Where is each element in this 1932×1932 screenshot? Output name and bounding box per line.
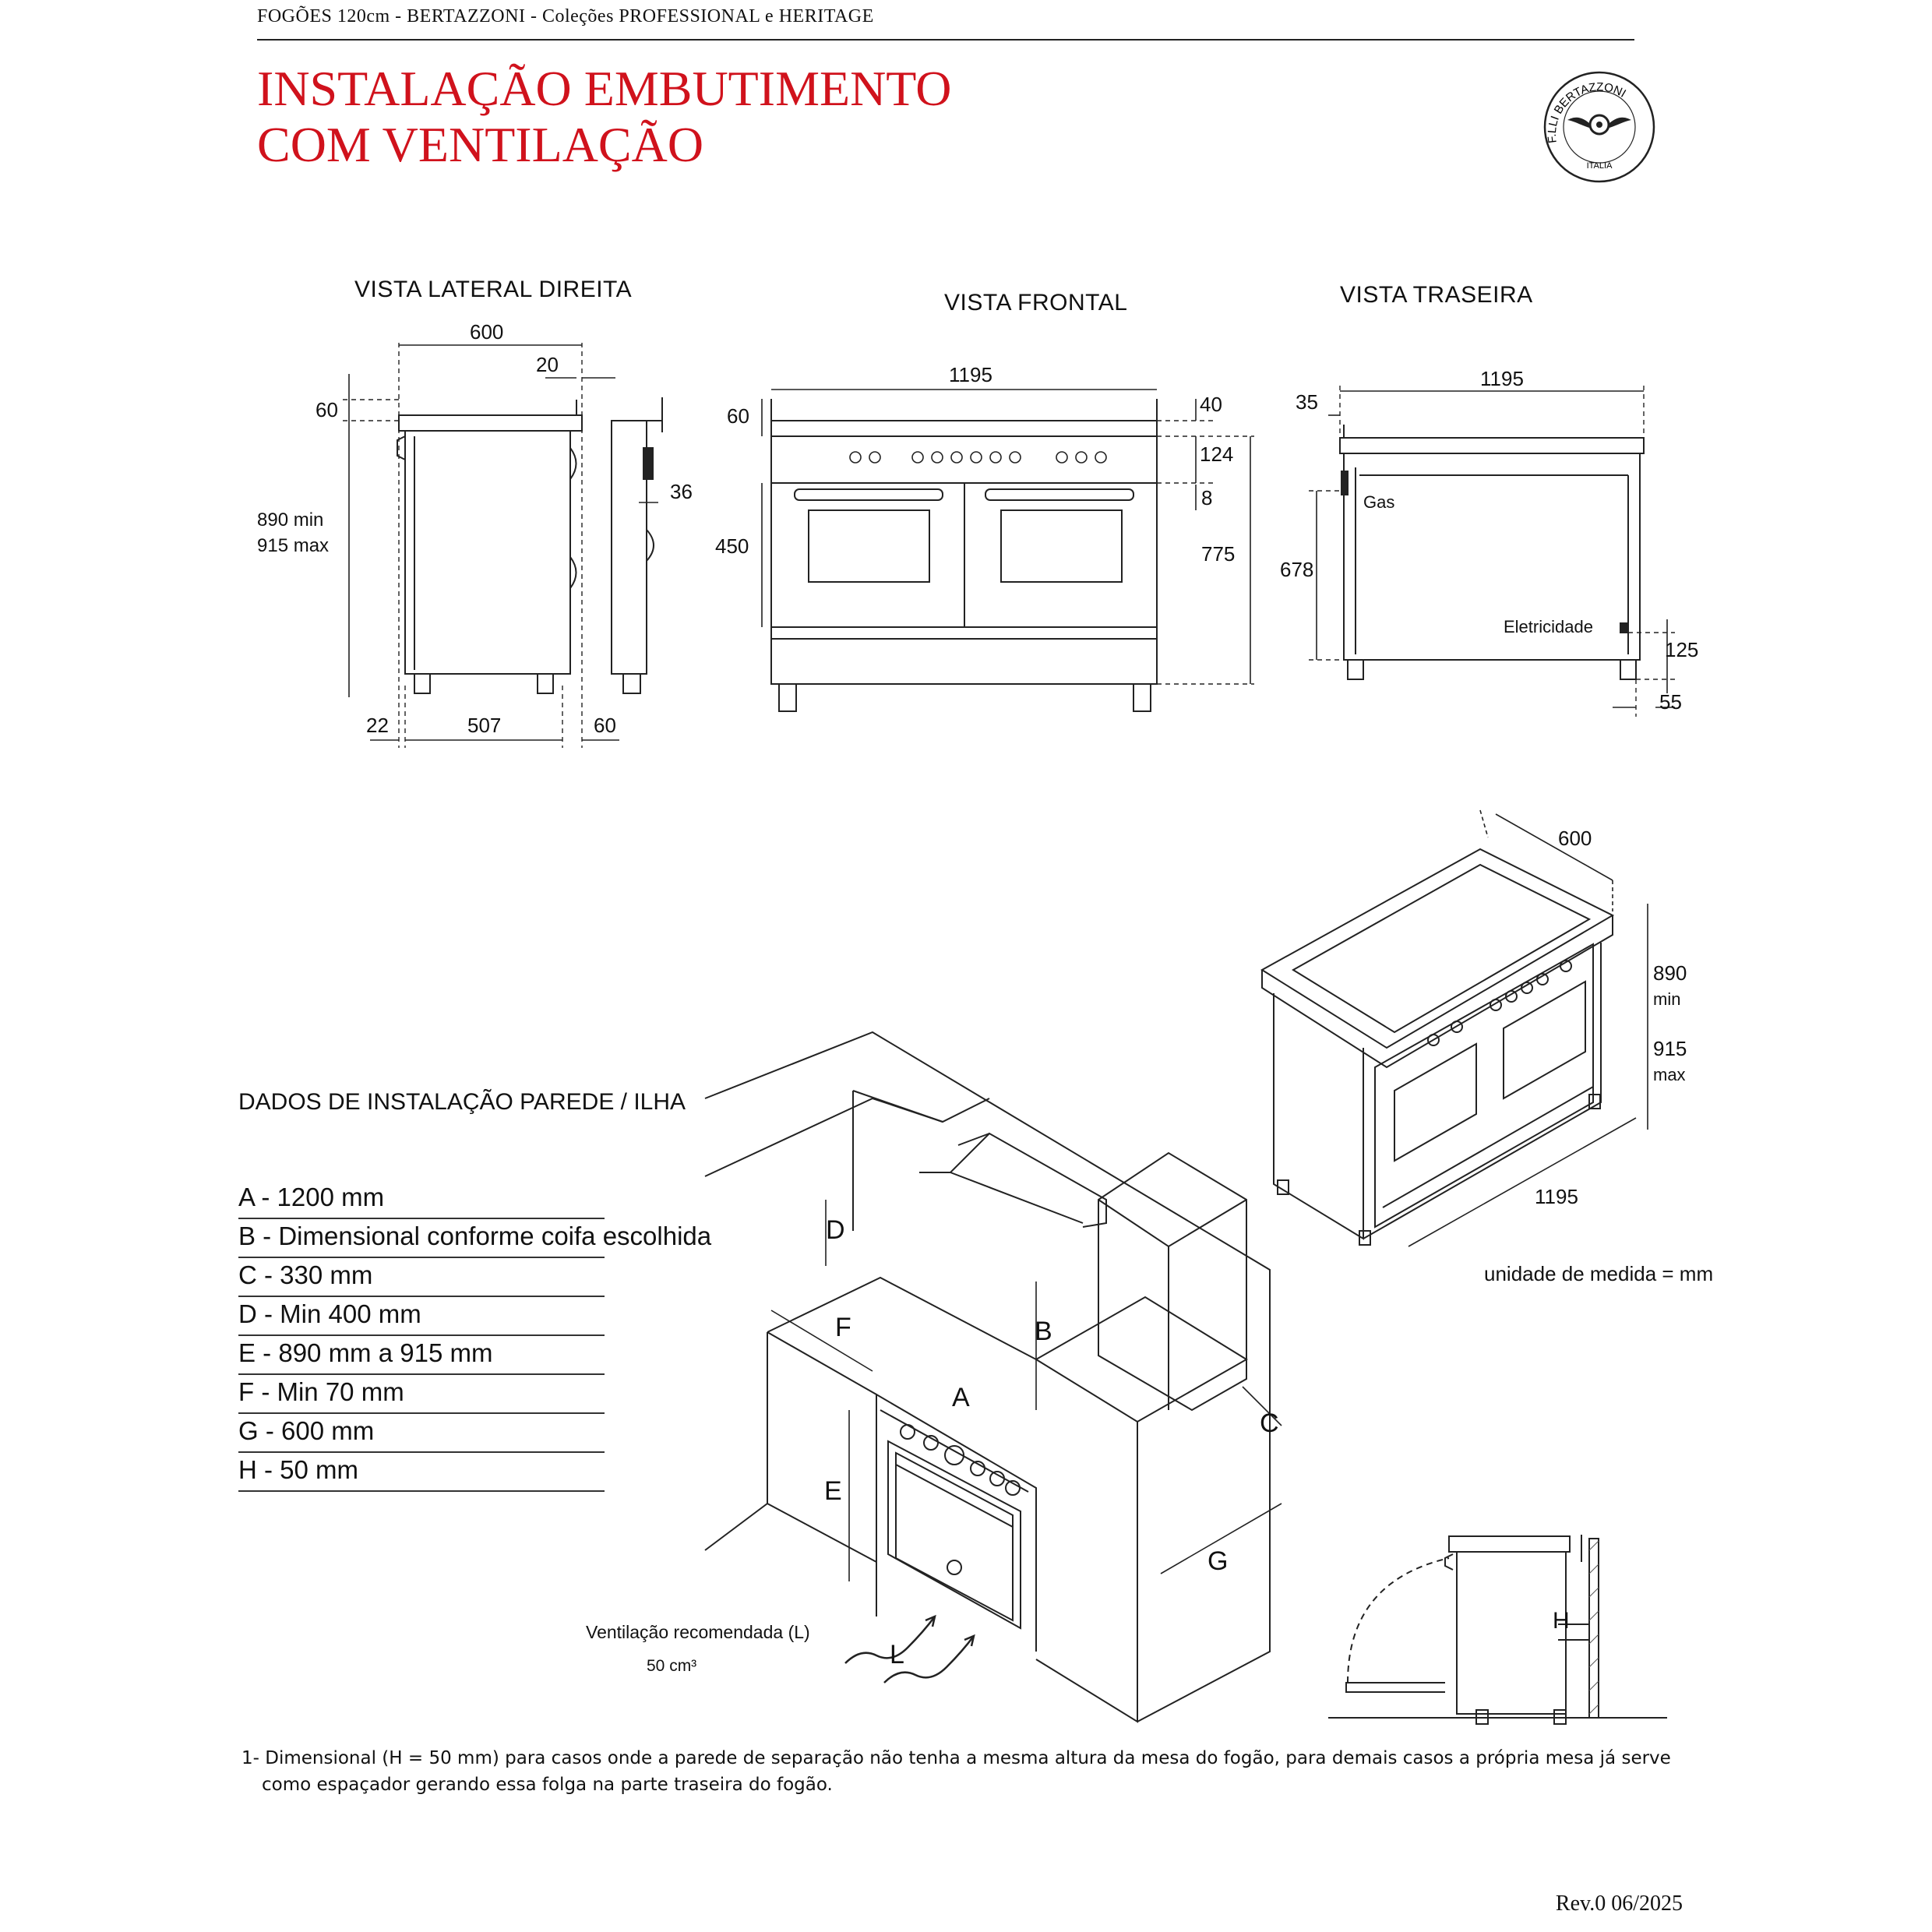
rear-label-gas: Gas xyxy=(1363,492,1394,512)
iso-dim-height-max-label: max xyxy=(1653,1065,1686,1084)
install-title: DADOS DE INSTALAÇÃO PAREDE / ILHA xyxy=(238,1089,686,1115)
label-B: B xyxy=(1035,1317,1052,1346)
front-dim-panel: 124 xyxy=(1200,442,1233,466)
rear-dim-elec-offset: 55 xyxy=(1659,690,1682,714)
header-divider xyxy=(257,39,1634,41)
side-dim-top-height: 60 xyxy=(316,398,338,421)
side-dim-body-depth: 507 xyxy=(467,714,501,737)
label-H: H xyxy=(1553,1608,1570,1634)
footnote: 1- Dimensional (H = 50 mm) para casos on… xyxy=(242,1745,1671,1798)
spec-item-f: F - Min 70 mm xyxy=(238,1375,605,1414)
front-dim-oven: 450 xyxy=(715,534,749,558)
front-dim-body: 775 xyxy=(1201,542,1235,566)
title-line-1: INSTALAÇÃO EMBUTIMENTO xyxy=(257,61,952,116)
front-view-knobs xyxy=(849,451,1107,464)
install-spec-list: A - 1200 mm B - Dimensional conforme coi… xyxy=(238,1180,711,1492)
ventilation-label: Ventilação recomendada (L) xyxy=(586,1622,810,1642)
side-dim-front-gap: 22 xyxy=(366,714,389,737)
rear-view-dim-lines xyxy=(1316,390,1675,708)
spec-item-c: C - 330 mm xyxy=(238,1258,605,1297)
side-view-dim-lines xyxy=(348,344,658,741)
spec-item-d: D - Min 400 mm xyxy=(238,1297,605,1336)
bertazzoni-logo: F.LLI BERTAZZONI ITALIA xyxy=(1543,71,1655,183)
page-title: INSTALAÇÃO EMBUTIMENTO COM VENTILAÇÃO xyxy=(257,61,951,173)
front-view-dim-lines xyxy=(761,389,1251,684)
spec-item-a: A - 1200 mm xyxy=(238,1180,605,1219)
iso-dim-depth: 600 xyxy=(1558,827,1592,850)
label-G: G xyxy=(1208,1546,1228,1576)
iso-range-drawing xyxy=(1260,848,1615,1246)
side-dim-width: 600 xyxy=(470,320,503,344)
front-dim-upstand: 40 xyxy=(1200,393,1222,416)
rear-view-extension-lines xyxy=(1309,386,1675,717)
side-view-dimensions xyxy=(343,343,583,748)
front-view-drawing xyxy=(770,399,1158,712)
unit-note: unidade de medida = mm xyxy=(1484,1262,1714,1285)
label-D: D xyxy=(826,1215,845,1245)
label-E: E xyxy=(824,1476,842,1506)
spec-item-b: B - Dimensional conforme coifa escolhida xyxy=(238,1219,711,1258)
side-view-title: VISTA LATERAL DIREITA xyxy=(354,277,633,302)
front-dim-width: 1195 xyxy=(949,363,992,386)
front-dim-gap: 8 xyxy=(1201,486,1212,509)
front-view-extension-lines xyxy=(1157,420,1254,685)
rear-dim-elec-height: 125 xyxy=(1665,638,1698,661)
winged-wheel-icon xyxy=(1567,114,1631,136)
rear-dim-side-offset: 35 xyxy=(1296,390,1318,414)
document-header: FOGÕES 120cm - BERTAZZONI - Coleções PRO… xyxy=(257,6,874,26)
iso-dim-height-min-label: min xyxy=(1653,989,1680,1009)
spec-item-e: E - 890 mm a 915 mm xyxy=(238,1336,605,1375)
rear-dim-width: 1195 xyxy=(1480,367,1524,390)
title-line-2: COM VENTILAÇÃO xyxy=(257,117,704,172)
front-dim-top-height: 60 xyxy=(727,404,749,428)
wall-hatch xyxy=(1588,1540,1599,1715)
spec-item-h: H - 50 mm xyxy=(238,1453,605,1492)
spec-item-g: G - 600 mm xyxy=(238,1414,605,1453)
kitchen-iso-drawing xyxy=(704,1031,1271,1723)
label-L: L xyxy=(890,1640,904,1669)
label-A: A xyxy=(952,1383,970,1412)
side-dim-top-offset: 20 xyxy=(536,353,559,376)
rear-view-title: VISTA TRASEIRA xyxy=(1340,282,1533,308)
label-F: F xyxy=(835,1313,851,1342)
side-dim-height-max: 915 max xyxy=(257,535,329,556)
rear-view-drawing xyxy=(1339,425,1645,680)
footnote-line-2: como espaçador gerando essa folga na par… xyxy=(262,1775,833,1795)
kitchen-dim-lines xyxy=(770,1200,1282,1581)
side-dim-back-depth: 36 xyxy=(670,480,693,503)
footnote-line-1: 1- Dimensional (H = 50 mm) para casos on… xyxy=(242,1748,1671,1768)
side-dim-height-min: 890 min xyxy=(257,509,323,531)
iso-dim-height-max-value: 915 xyxy=(1653,1037,1687,1060)
rear-dim-gas-height: 678 xyxy=(1280,558,1313,581)
side-dim-rear-gap: 60 xyxy=(594,714,616,737)
iso-dim-lines xyxy=(1408,809,1648,1247)
iso-dim-width: 1195 xyxy=(1535,1185,1578,1208)
rear-label-electricity: Eletricidade xyxy=(1504,617,1593,636)
iso-dim-height-min-value: 890 xyxy=(1653,961,1687,985)
ventilation-value: 50 cm³ xyxy=(647,1657,696,1675)
revision-label: Rev.0 06/2025 xyxy=(1555,1891,1683,1916)
ventilation-arrows xyxy=(844,1614,975,1683)
side-detail-drawing xyxy=(1328,1535,1667,1725)
front-view-title: VISTA FRONTAL xyxy=(944,290,1128,316)
side-view-drawing xyxy=(397,397,663,694)
label-C: C xyxy=(1260,1408,1279,1438)
logo-country: ITALIA xyxy=(1587,161,1613,171)
